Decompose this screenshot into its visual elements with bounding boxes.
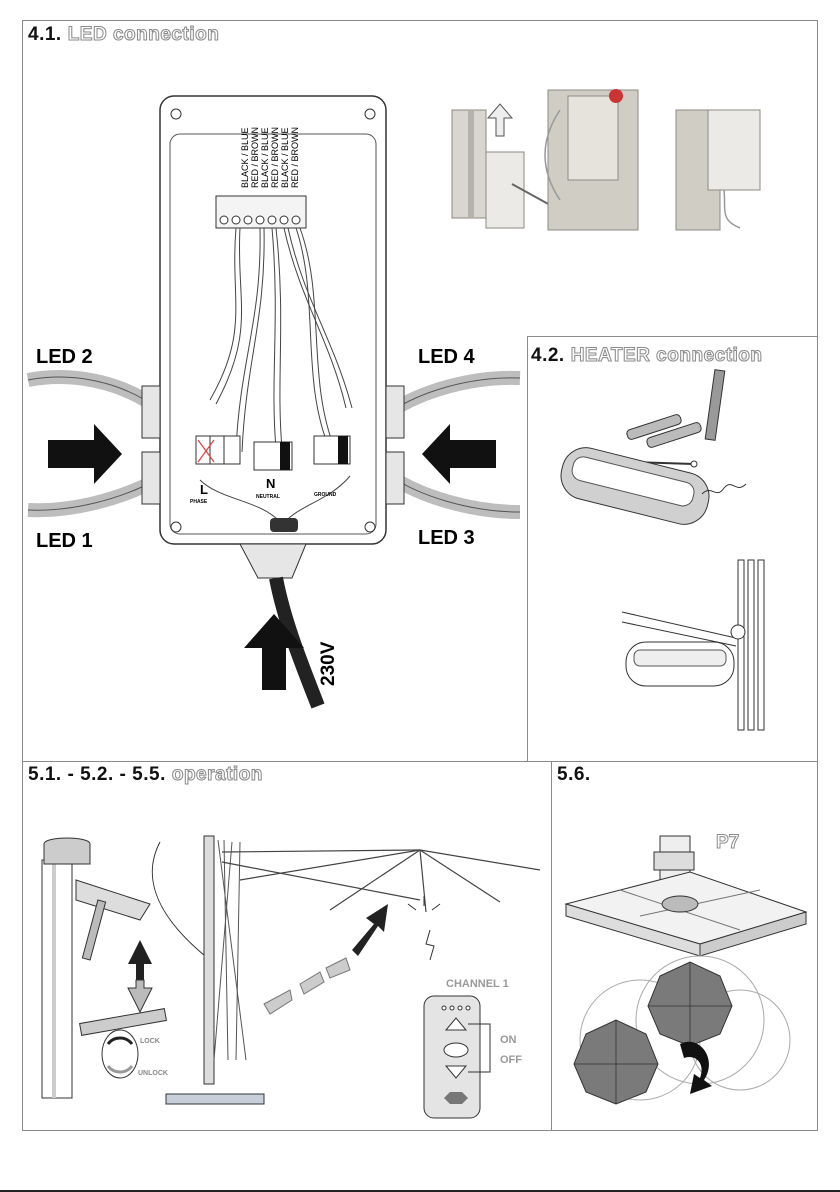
p7-label: P7 <box>716 832 739 854</box>
